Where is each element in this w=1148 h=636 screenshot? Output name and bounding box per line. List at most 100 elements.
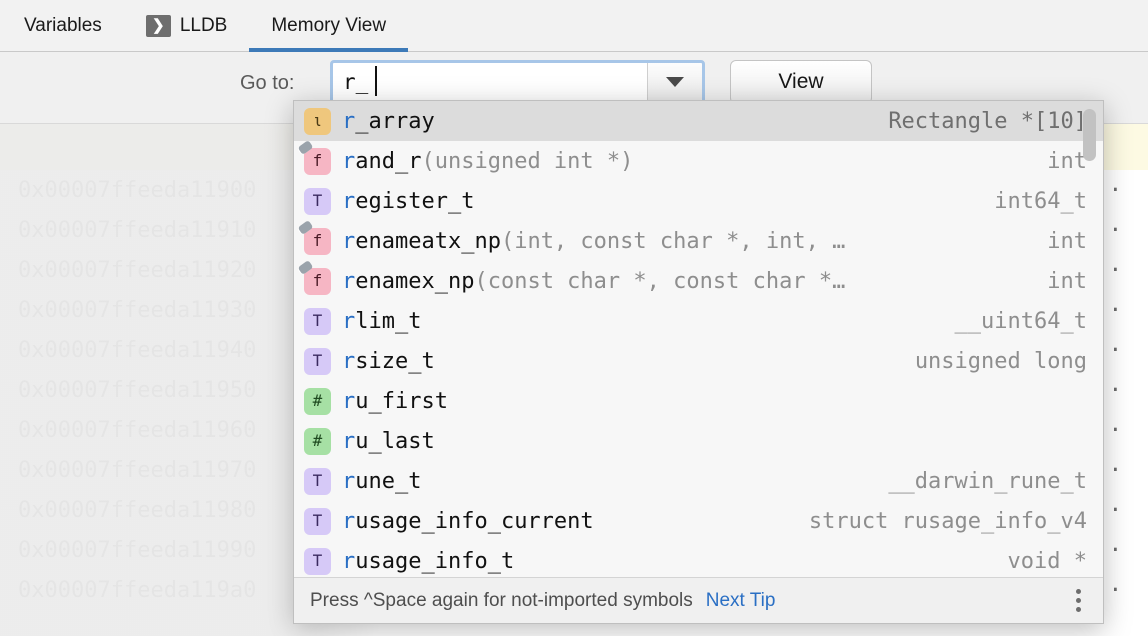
memory-address: 0x00007ffeeda11910	[18, 217, 257, 243]
memory-address: 0x00007ffeeda11960	[18, 417, 257, 443]
typedef-icon: T	[304, 467, 331, 495]
completion-item-type: int	[1047, 228, 1087, 254]
memory-address: 0x00007ffeeda11990	[18, 537, 257, 563]
completion-match-prefix: r	[342, 188, 356, 214]
memory-address: 0x00007ffeeda11980	[18, 497, 257, 523]
completion-item-type: int64_t	[994, 188, 1087, 214]
completion-match-prefix: r	[342, 348, 356, 374]
completion-item-type: int	[1047, 148, 1087, 174]
completion-item-name: register_t	[342, 188, 475, 214]
completion-item-type: Rectangle *[10]	[888, 108, 1087, 134]
typedef-icon: T	[304, 347, 331, 375]
tab-variables-label: Variables	[24, 14, 102, 36]
console-icon: ❯	[145, 14, 171, 37]
typedef-icon: T	[304, 547, 331, 575]
completion-item[interactable]: f renameatx_np(int, const char *, int, … i…	[294, 221, 1103, 261]
completion-item-signature: (unsigned int *)	[421, 148, 634, 174]
code-completion-popup: ι r_array Rectangle *[10] f rand_r(unsigned …	[293, 100, 1104, 624]
completion-item-name: r_array	[342, 108, 435, 134]
completion-item-name: rusage_info_t	[342, 548, 515, 574]
variable-icon: ι	[304, 107, 331, 135]
function-icon: f	[304, 227, 331, 255]
macro-icon: #	[304, 427, 331, 455]
tab-memory-view[interactable]: Memory View	[249, 0, 408, 52]
kebab-menu-icon[interactable]	[1067, 588, 1089, 614]
completion-item-type: int	[1047, 268, 1087, 294]
kebab-dot	[1075, 607, 1081, 612]
tool-window-tabbar: Variables ❯ LLDB Memory View	[0, 0, 1148, 52]
completion-scrollbar-thumb[interactable]	[1083, 109, 1096, 161]
completion-item-name: renameatx_np	[342, 228, 501, 254]
completion-match-prefix: r	[342, 468, 356, 494]
view-button[interactable]: View	[730, 60, 872, 104]
completion-item-type: __darwin_rune_t	[888, 468, 1087, 494]
completion-item[interactable]: ι r_array Rectangle *[10]	[294, 101, 1103, 141]
completion-match-prefix: r	[342, 228, 356, 254]
function-icon: f	[304, 267, 331, 295]
completion-match-prefix: r	[342, 508, 356, 534]
kebab-dot	[1075, 589, 1081, 594]
tab-variables[interactable]: Variables	[0, 0, 124, 52]
completion-match-prefix: r	[342, 548, 356, 574]
memory-address: 0x00007ffeeda11900	[18, 177, 257, 203]
memory-address: 0x00007ffeeda11970	[18, 457, 257, 483]
completion-item-signature: (const char *, const char *…	[474, 268, 846, 294]
completion-item-name: rusage_info_current	[342, 508, 594, 534]
completion-match-prefix: r	[342, 388, 356, 414]
completion-match-prefix: r	[342, 268, 356, 294]
completion-item-name: ru_last	[342, 428, 435, 454]
kebab-dot	[1075, 598, 1081, 603]
completion-item-name: rsize_t	[342, 348, 435, 374]
tab-lldb[interactable]: ❯ LLDB	[124, 0, 250, 52]
completion-list[interactable]: ι r_array Rectangle *[10] f rand_r(unsigned …	[294, 101, 1103, 577]
tab-memory-view-label: Memory View	[271, 14, 387, 36]
completion-match-prefix: r	[342, 428, 356, 454]
memory-address: 0x00007ffeeda11930	[18, 297, 257, 323]
chevron-down-icon	[666, 77, 684, 87]
completion-item[interactable]: f renamex_np(const char *, const char *… i…	[294, 261, 1103, 301]
view-button-label: View	[778, 70, 824, 93]
completion-item-name: rlim_t	[342, 308, 422, 334]
completion-item-type: __uint64_t	[954, 308, 1087, 334]
typedef-icon: T	[304, 187, 331, 215]
goto-label: Go to:	[240, 72, 295, 94]
completion-item-type: void *	[1007, 548, 1087, 574]
tab-lldb-label: LLDB	[179, 14, 228, 36]
completion-item[interactable]: # ru_first	[294, 381, 1103, 421]
memory-address: 0x00007ffeeda119a0	[18, 577, 257, 603]
completion-match-prefix: r	[342, 148, 356, 174]
completion-match-prefix: r	[342, 108, 356, 134]
completion-item-name: ru_first	[342, 388, 448, 414]
memory-address: 0x00007ffeeda11940	[18, 337, 257, 363]
completion-scrollbar[interactable]	[1083, 103, 1100, 575]
memory-address: 0x00007ffeeda11920	[18, 257, 257, 283]
completion-match-prefix: r	[342, 308, 356, 334]
memory-address: 0x00007ffeeda11950	[18, 377, 257, 403]
next-tip-link[interactable]: Next Tip	[705, 589, 776, 611]
typedef-icon: T	[304, 307, 331, 335]
completion-item[interactable]: # ru_last	[294, 421, 1103, 461]
completion-item-name: renamex_np	[342, 268, 475, 294]
goto-input[interactable]	[333, 63, 647, 101]
macro-icon: #	[304, 387, 331, 415]
goto-dropdown-button[interactable]	[647, 63, 702, 101]
console-icon-glyph: ❯	[152, 17, 165, 34]
goto-combobox[interactable]	[330, 60, 705, 104]
completion-item-type: unsigned long	[914, 348, 1087, 374]
completion-item-name: rune_t	[342, 468, 422, 494]
completion-item-type: struct rusage_info_v4	[808, 508, 1087, 534]
completion-item-signature: (int, const char *, int, …	[500, 228, 846, 254]
completion-hint: Press ^Space again for not-imported symb…	[310, 589, 693, 611]
completion-item-name: rand_r	[342, 148, 422, 174]
typedef-icon: T	[304, 507, 331, 535]
completion-footer: Press ^Space again for not-imported symb…	[294, 577, 1103, 623]
text-caret	[375, 66, 377, 96]
